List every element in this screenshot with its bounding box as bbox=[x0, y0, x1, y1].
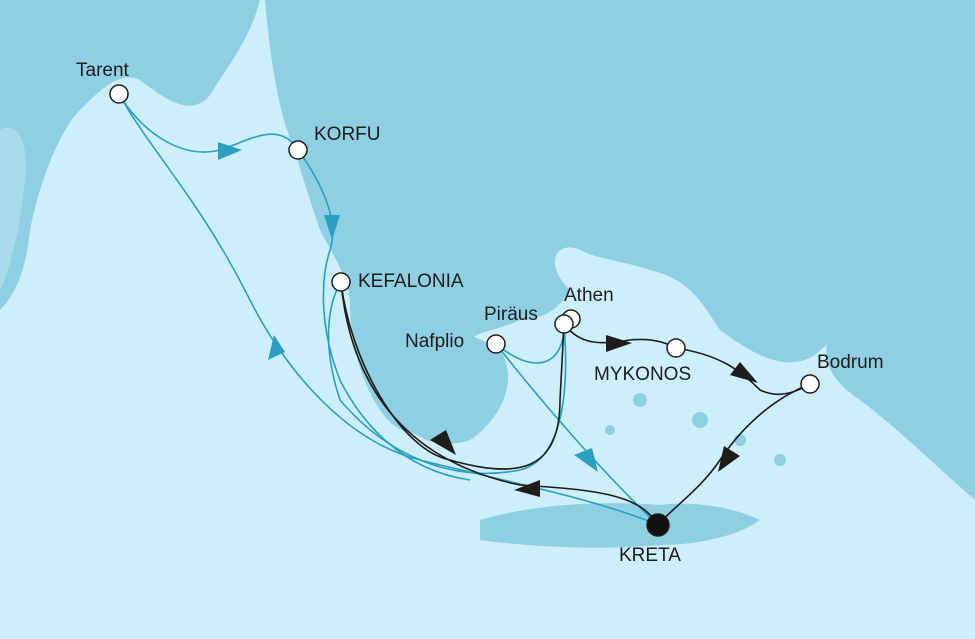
route-kefalonia-kreta bbox=[340, 281, 565, 470]
port-marker-nafplio bbox=[486, 334, 506, 354]
route-kefalonia-kreta-2 bbox=[340, 281, 659, 526]
port-markers bbox=[109, 84, 820, 537]
route-kreta-tarent bbox=[118, 93, 659, 526]
direction-arrows bbox=[218, 142, 758, 497]
arrow-icon bbox=[218, 142, 242, 160]
route-tarent-korfu bbox=[118, 93, 299, 153]
port-marker-korfu bbox=[288, 140, 308, 160]
route-bodrum-kreta bbox=[657, 383, 811, 526]
port-label-piraeus: Piräus bbox=[484, 304, 538, 325]
port-marker-bodrum bbox=[800, 374, 820, 394]
arrow-icon bbox=[324, 215, 340, 240]
arrow-icon bbox=[574, 448, 598, 472]
port-label-nafplio: Nafplio bbox=[405, 331, 465, 352]
port-marker-kreta bbox=[646, 513, 670, 537]
land-italy-sicily-coast bbox=[0, 127, 26, 290]
port-label-kefalonia: KEFALONIA bbox=[358, 271, 464, 292]
port-label-korfu: KORFU bbox=[314, 124, 381, 145]
land-crete bbox=[480, 503, 760, 548]
land-turkey bbox=[826, 0, 975, 500]
routes bbox=[118, 93, 811, 526]
arrow-icon bbox=[514, 480, 540, 497]
land-albania-greece bbox=[265, 0, 975, 434]
arrow-icon bbox=[268, 335, 285, 360]
port-label-tarent: Tarent bbox=[76, 60, 129, 81]
arrow-icon bbox=[718, 446, 740, 472]
arrow-icon bbox=[606, 335, 632, 352]
port-label-mykonos: MYKONOS bbox=[594, 364, 692, 385]
land-peloponnese bbox=[378, 326, 509, 444]
port-marker-mykonos bbox=[666, 338, 686, 358]
port-marker-piraeus bbox=[554, 314, 574, 334]
island bbox=[633, 393, 647, 407]
port-label-athen: Athen bbox=[564, 285, 614, 306]
port-marker-kefalonia bbox=[331, 272, 351, 292]
arrow-icon bbox=[430, 430, 456, 455]
port-label-bodrum: Bodrum bbox=[817, 352, 884, 373]
route-nafplio-kreta bbox=[495, 343, 659, 526]
land-italy bbox=[0, 0, 260, 310]
land bbox=[0, 0, 975, 548]
arrow-icon bbox=[730, 362, 758, 383]
island bbox=[692, 412, 708, 428]
route-piraeus-kreta-blue bbox=[327, 281, 567, 475]
island bbox=[605, 425, 615, 435]
port-label-kreta: KRETA bbox=[619, 545, 681, 566]
route-piraeus-mykonos bbox=[563, 323, 677, 349]
port-marker-tarent bbox=[109, 84, 129, 104]
island bbox=[774, 454, 786, 466]
